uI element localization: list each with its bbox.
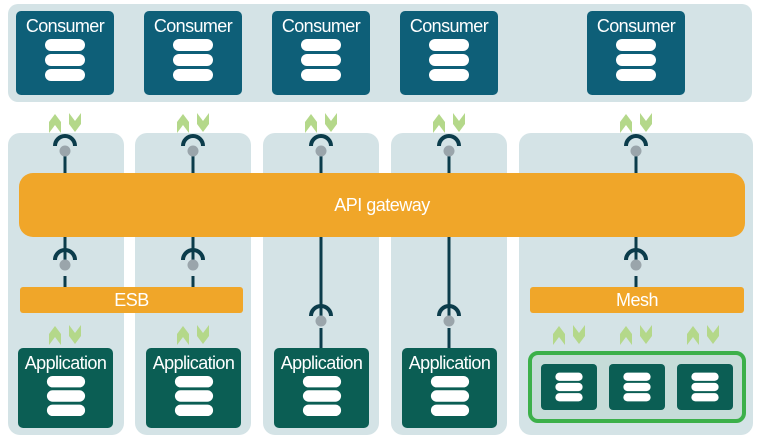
mesh-service-cluster [528,351,746,423]
consumer-box-5: Consumer [587,11,685,95]
esb-label: ESB [114,289,149,310]
application-label: Application [280,353,363,373]
arrows-icon-2 [177,113,209,133]
consumer-label: Consumer [153,16,233,36]
mesh-service-3 [677,364,733,410]
arrows-icon-mesh-1 [553,325,585,345]
database-icon [174,375,213,417]
arrows-icon-5 [620,113,652,133]
arrows-icon-3 [305,113,337,133]
consumer-label: Consumer [25,16,105,36]
database-icon [302,375,341,417]
application-box-2: Application [146,348,241,428]
consumer-box-4: Consumer [400,11,498,95]
connector-icon-top-5 [624,134,648,159]
connector-icon-top-4 [437,134,461,159]
database-icon [301,39,341,81]
consumer-box-3: Consumer [272,11,370,95]
database-icon [616,39,656,81]
application-box-1: Application [18,348,113,428]
arrows-icon-mesh-3 [687,325,719,345]
application-box-3: Application [274,348,369,428]
arrows-icon-4 [433,113,465,133]
consumer-label: Consumer [409,16,489,36]
mesh-service-2 [609,364,665,410]
esb-bar: ESB [20,287,243,313]
database-icon [691,372,719,402]
database-icon [173,39,213,81]
consumer-label: Consumer [281,16,361,36]
application-label: Application [152,353,235,373]
mesh-label: Mesh [615,289,659,310]
consumer-box-1: Consumer [16,11,114,95]
application-label: Application [24,353,107,373]
connector-icon-top-2 [181,134,205,159]
mesh-service-1 [541,364,597,410]
database-icon [45,39,85,81]
arrows-icon-mesh-2 [620,325,652,345]
database-icon [430,375,469,417]
consumer-label: Consumer [596,16,676,36]
connector-icon-top-3 [309,134,333,159]
api-gateway-bar: API gateway [19,173,745,237]
consumer-box-2: Consumer [144,11,242,95]
arrows-icon-1 [49,113,81,133]
application-box-4: Application [402,348,497,428]
database-icon [429,39,469,81]
mesh-bar: Mesh [530,287,744,313]
application-label: Application [408,353,491,373]
api-gateway-label: API gateway [334,194,430,215]
database-icon [46,375,85,417]
arrows-icon-esb-1 [49,325,81,345]
database-icon [555,372,583,402]
arrows-icon-esb-2 [177,325,209,345]
connector-icon-top-1 [53,134,77,159]
database-icon [623,372,651,402]
